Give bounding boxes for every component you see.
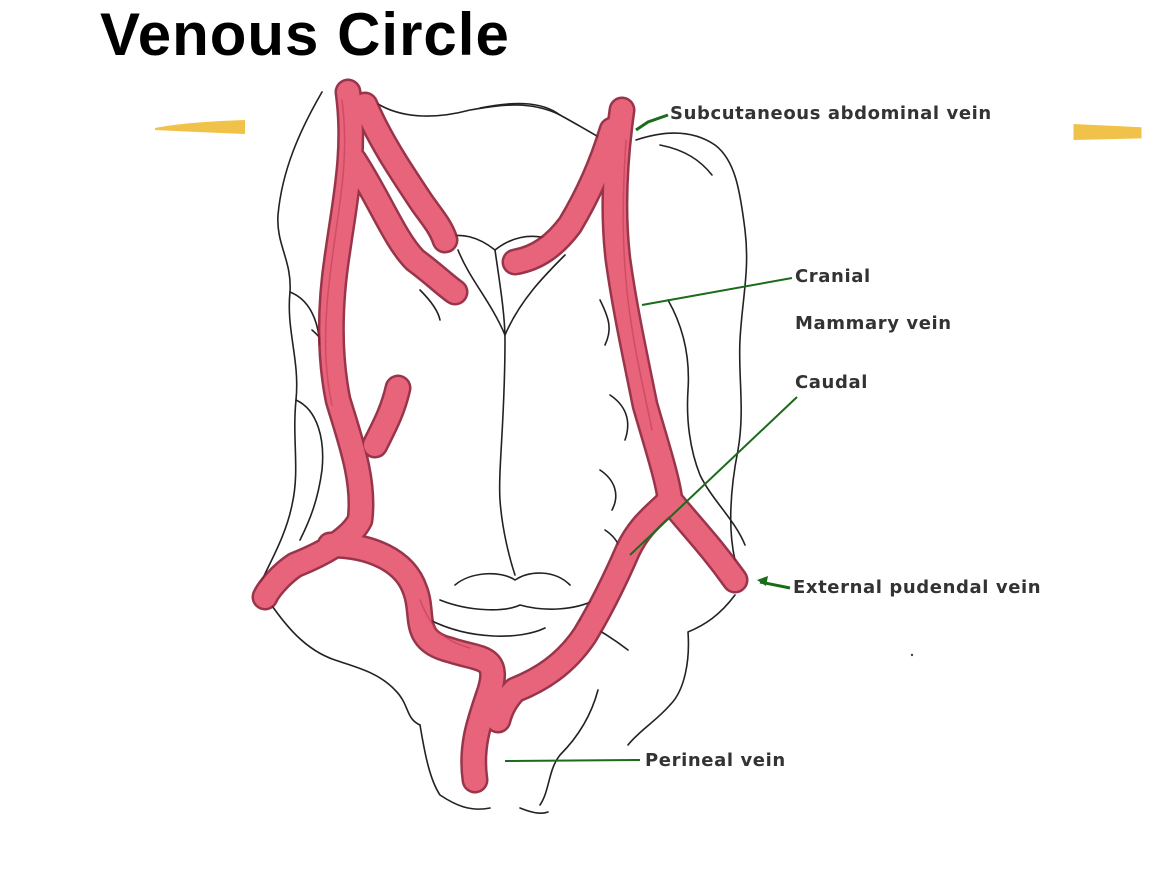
label-cranial: Cranial bbox=[795, 266, 871, 287]
label-perineal-vein: Perineal vein bbox=[645, 750, 786, 771]
label-external-pudendal-vein: External pudendal vein bbox=[793, 577, 1041, 598]
veins bbox=[265, 92, 735, 780]
label-caudal: Caudal bbox=[795, 372, 868, 393]
label-subcutaneous-abdominal-vein: Subcutaneous abdominal vein bbox=[670, 103, 992, 124]
label-mammary-vein: Mammary vein bbox=[795, 313, 952, 334]
